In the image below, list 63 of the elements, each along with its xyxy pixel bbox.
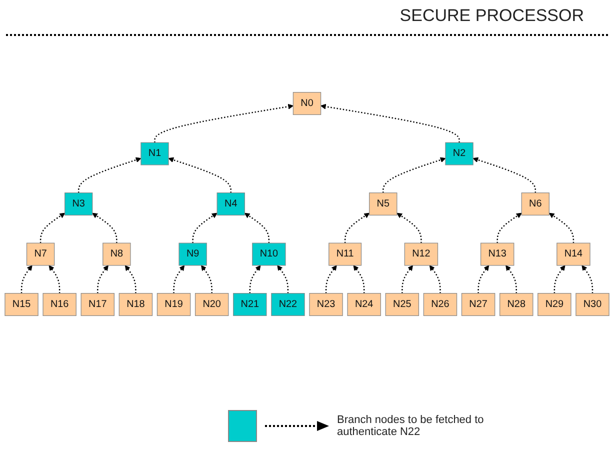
arrow: [201, 265, 212, 294]
arrow: [402, 265, 413, 294]
node-box: N7: [26, 242, 55, 266]
node-box: N24: [347, 293, 381, 316]
node-box: N15: [4, 293, 38, 316]
arrow: [173, 265, 185, 294]
arrow: [478, 265, 490, 294]
arrow: [472, 157, 536, 193]
node-box: N30: [576, 293, 610, 316]
node-box: N22: [271, 293, 305, 316]
arrow: [192, 212, 218, 244]
arrow: [48, 265, 60, 294]
arrow: [496, 212, 522, 244]
arrow: [325, 265, 337, 294]
node-box: N2: [445, 142, 474, 166]
node-box: N29: [538, 293, 572, 316]
arrow: [78, 157, 142, 193]
arrow: [506, 265, 517, 294]
arrow: [320, 104, 460, 143]
node-box: N0: [292, 92, 322, 115]
node-box: N18: [118, 293, 153, 316]
node-box: N21: [233, 293, 267, 316]
node-box: N23: [309, 293, 343, 316]
arrow: [168, 157, 232, 193]
arrow: [548, 212, 574, 244]
region-label: SECURE PROCESSOR: [400, 6, 584, 25]
node-box: N13: [480, 242, 514, 266]
node-box: N20: [194, 293, 229, 316]
arrow: [277, 265, 289, 294]
node-box: N8: [102, 242, 131, 266]
node-box: N5: [369, 192, 398, 216]
node-box: N6: [521, 192, 550, 216]
node-box: N3: [64, 192, 93, 216]
node-box: N17: [80, 293, 114, 316]
arrow: [353, 265, 365, 294]
arrow: [382, 157, 446, 193]
node-box: N10: [252, 242, 286, 266]
node-box: N19: [156, 293, 191, 316]
arrow: [40, 212, 66, 244]
arrow: [20, 265, 32, 294]
arrow: [97, 265, 108, 294]
arrow: [582, 265, 594, 294]
node-box: N11: [328, 242, 362, 266]
node-box: N28: [500, 293, 534, 316]
node-box: N25: [385, 293, 420, 316]
arrow: [429, 265, 441, 294]
node-box: N4: [216, 192, 245, 216]
arrow: [92, 212, 118, 244]
node-box: N26: [423, 293, 458, 316]
node-box: N27: [461, 293, 496, 316]
node-box: N12: [404, 242, 438, 266]
arrow: [124, 265, 136, 294]
arrow: [154, 104, 294, 143]
arrow: [249, 265, 261, 294]
node-box: N1: [140, 142, 169, 166]
arrow: [244, 212, 270, 244]
arrow: [344, 212, 370, 244]
node-box: N9: [178, 242, 207, 266]
node-box: N16: [42, 293, 76, 316]
arrow: [554, 265, 566, 294]
legend-text: Branch nodes to be fetched to authenticate N22: [337, 414, 485, 438]
arrow: [396, 212, 422, 244]
node-box: N14: [556, 242, 590, 266]
